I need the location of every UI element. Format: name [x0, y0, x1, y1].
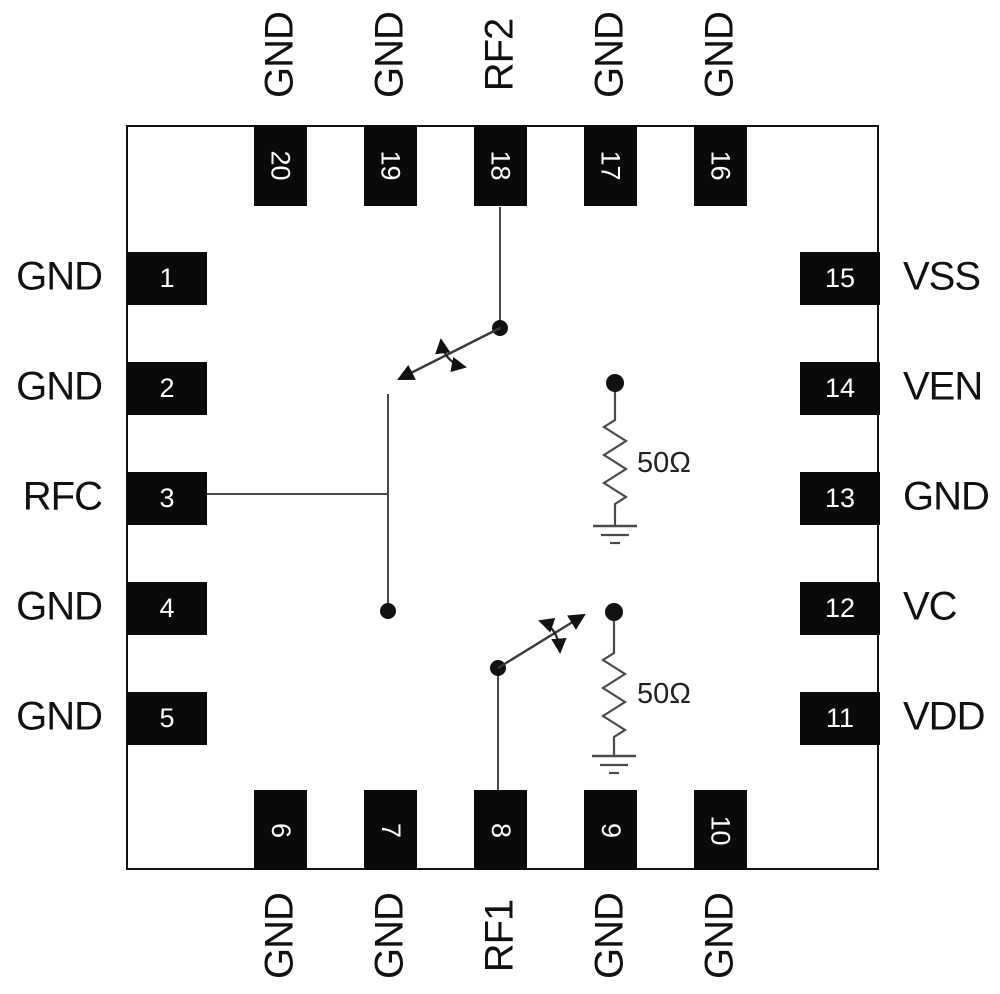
- pin-15: 15: [800, 252, 880, 305]
- termination-upper-ground-icon: [593, 524, 637, 545]
- pin-16: 16: [694, 125, 747, 206]
- pin-10-label: GND: [697, 893, 742, 979]
- termination-upper-node: [606, 374, 624, 392]
- pin-19: 19: [364, 125, 417, 206]
- pin-19-number: 19: [375, 150, 406, 181]
- pin-12-number: 12: [824, 593, 856, 623]
- pin-10: 10: [694, 790, 747, 870]
- pin-10-number: 10: [705, 814, 736, 846]
- termination-lower-ground-icon: [592, 754, 636, 775]
- pin-5: 5: [127, 692, 207, 745]
- pin-3-number: 3: [159, 483, 175, 513]
- pin-16-label: GND: [697, 12, 742, 98]
- termination-lower: 50Ω: [592, 603, 691, 775]
- switch1-toggle-double-arrow-icon: [435, 338, 467, 373]
- termination-upper-resistor: [601, 392, 629, 526]
- pin-20: 20: [254, 125, 307, 206]
- pin-13-number: 13: [824, 483, 856, 513]
- pin-8-label: RF1: [477, 899, 522, 973]
- pin-13-label: GND: [903, 474, 990, 519]
- pin-17-label: GND: [587, 12, 632, 98]
- pin-8-number: 8: [486, 822, 516, 838]
- pin-17: 17: [584, 125, 637, 206]
- pin-1-number: 1: [159, 263, 175, 293]
- termination-lower-node: [605, 603, 623, 621]
- rfc-node: [380, 603, 396, 619]
- pin-2: 2: [127, 362, 207, 415]
- termination-upper: 50Ω: [593, 374, 691, 545]
- pin-7-number: 7: [376, 822, 406, 838]
- pin-7: 7: [364, 790, 417, 870]
- pin-2-label: GND: [16, 364, 103, 409]
- pin-14: 14: [800, 362, 880, 415]
- pin-4-number: 4: [159, 593, 175, 623]
- pin-1: 1: [127, 252, 207, 305]
- switch1-arm: [397, 326, 501, 381]
- pin-9: 9: [584, 790, 637, 870]
- pin-4: 4: [127, 582, 207, 635]
- pin-17-number: 17: [595, 150, 626, 181]
- pin-4-label: GND: [16, 584, 103, 629]
- termination-upper-value: 50Ω: [637, 447, 691, 479]
- pin-14-label: VEN: [903, 364, 983, 409]
- pin-14-number: 14: [824, 373, 856, 403]
- pin-16-number: 16: [705, 150, 736, 181]
- pin-11: 11: [800, 692, 880, 745]
- pin-20-label: GND: [257, 12, 302, 98]
- pin-2-number: 2: [159, 373, 175, 403]
- pin-15-number: 15: [824, 263, 856, 293]
- pin-6: 6: [254, 790, 307, 870]
- pin-12-label: VC: [903, 584, 958, 629]
- termination-lower-value: 50Ω: [637, 678, 691, 710]
- pin-7-label: GND: [367, 893, 412, 979]
- pin-13: 13: [800, 472, 880, 525]
- pin-5-number: 5: [159, 703, 175, 733]
- pin-6-number: 6: [266, 822, 296, 838]
- pin-8: 8: [474, 790, 527, 870]
- pin-3-label: RFC: [22, 474, 103, 519]
- pin-19-label: GND: [367, 12, 412, 98]
- termination-lower-resistor: [600, 621, 628, 756]
- pin-6-label: GND: [257, 893, 302, 979]
- switch2-arm: [497, 613, 586, 670]
- pin-18-label: RF2: [477, 18, 522, 92]
- pin-15-label: VSS: [903, 254, 981, 299]
- package-outline: [126, 125, 879, 870]
- pin-12: 12: [800, 582, 880, 635]
- pin-5-label: GND: [16, 694, 103, 739]
- pin-9-number: 9: [596, 822, 626, 838]
- switch2-toggle-double-arrow-icon: [538, 617, 567, 654]
- pin-20-number: 20: [265, 150, 296, 181]
- pin-3: 3: [127, 472, 207, 525]
- pin-18: 18: [474, 125, 527, 206]
- pin-11-number: 11: [825, 703, 855, 733]
- pin-1-label: GND: [16, 254, 103, 299]
- pin-9-label: GND: [587, 893, 632, 979]
- pin-18-number: 18: [485, 150, 516, 181]
- pin-11-label: VDD: [903, 694, 985, 739]
